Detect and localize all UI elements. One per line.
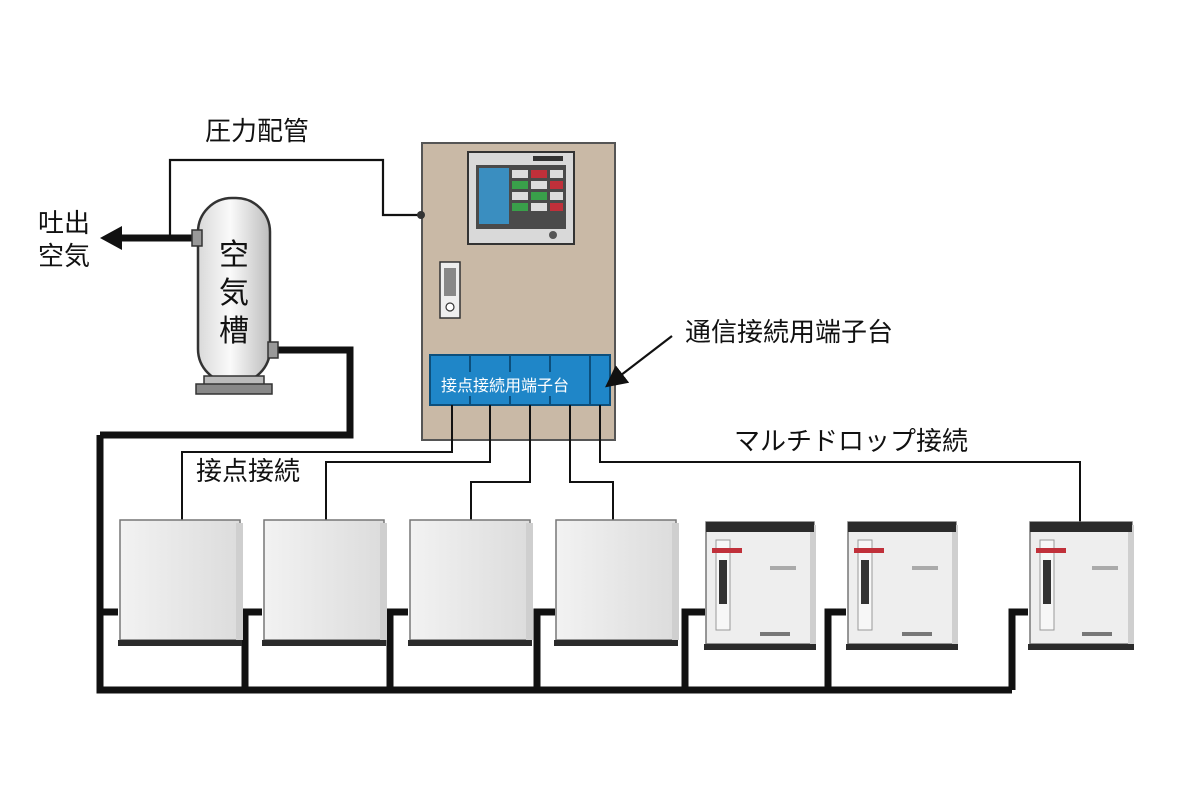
comm-terminal-label: 通信接続用端子台 [685, 318, 893, 348]
compressor-multidrop-2 [846, 521, 958, 650]
comm-terminal-pointer [605, 335, 673, 388]
air-tank-label-1: 空 [219, 238, 249, 273]
main-air-piping [96, 346, 1028, 694]
air-tank-label-3: 槽 [219, 314, 249, 349]
discharge-air-label-line2: 空気 [38, 242, 90, 272]
air-tank [191, 196, 279, 395]
signal-wiring [181, 405, 1081, 525]
contact-terminal-label: 接点接続用端子台 [441, 376, 569, 395]
control-panel [417, 142, 616, 441]
compressor-contact-4 [554, 519, 679, 646]
compressor-multidrop-3 [1028, 521, 1134, 650]
pressure-pipe-line [168, 158, 420, 238]
discharge-air-label-line1: 吐出 [38, 209, 90, 239]
panel-indicator [439, 261, 461, 319]
contact-connection-label: 接点接続 [196, 457, 300, 487]
compressor-contact-2 [262, 519, 387, 646]
multidrop-connection-label: マルチドロップ接続 [734, 427, 968, 457]
air-tank-label-2: 気 [219, 276, 249, 311]
pressure-pipe-label: 圧力配管 [205, 117, 309, 147]
discharge-air-arrow [100, 226, 195, 250]
compressor-multidrop-1 [704, 521, 816, 650]
touch-screen-display [467, 151, 575, 245]
compressor-contact-1 [118, 519, 243, 646]
compressor-contact-3 [408, 519, 533, 646]
